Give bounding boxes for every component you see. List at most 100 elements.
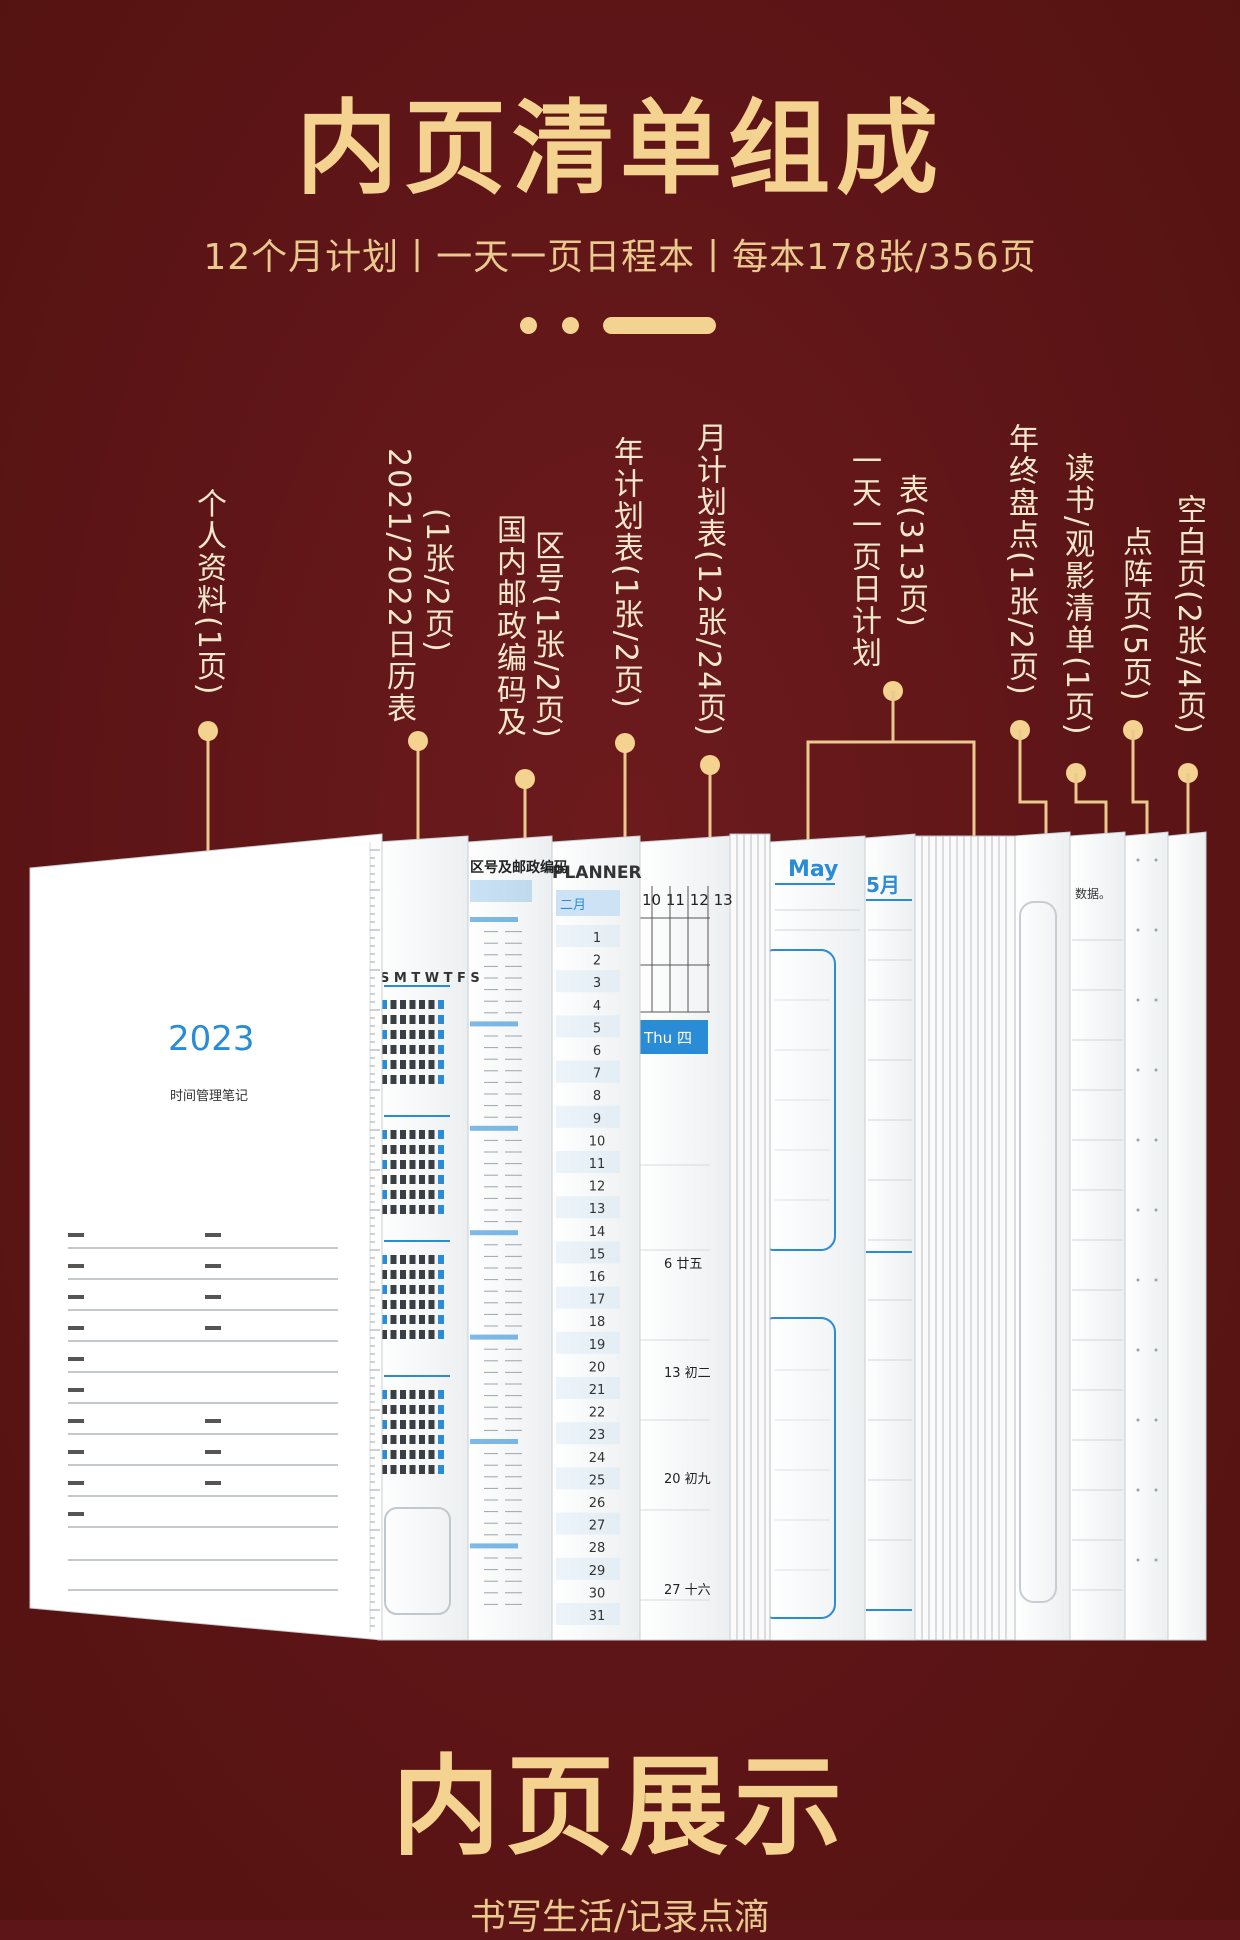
cal-cell xyxy=(428,1030,435,1039)
cal-cell xyxy=(438,1075,444,1084)
cal-cell xyxy=(428,1160,435,1169)
info-label xyxy=(205,1295,221,1299)
day-number: 7 xyxy=(593,1067,601,1082)
day6: 6 廿五 xyxy=(664,1257,702,1272)
cal-cell xyxy=(409,1160,416,1169)
cal-cell xyxy=(381,1300,387,1309)
row-shade xyxy=(556,925,620,947)
cal-cell xyxy=(438,1205,444,1214)
row-shade xyxy=(556,1331,620,1354)
cal-cell xyxy=(438,1015,444,1024)
cal-cell xyxy=(419,1255,425,1264)
cal-cell xyxy=(400,1285,406,1294)
label-dot-grid: 点阵页(5页) xyxy=(1117,526,1152,703)
cal-cell xyxy=(419,1000,425,1009)
cal-cell xyxy=(438,1045,444,1054)
month-plan-page: 10 11 12 13 Thu 四 6 廿五 13 初二 20 初九 27 十六 xyxy=(639,835,733,1641)
day-number: 27 xyxy=(589,1519,606,1534)
cal-cell xyxy=(419,1315,425,1324)
day-number: 30 xyxy=(589,1586,606,1601)
cal-cell xyxy=(419,1390,425,1399)
row-shade xyxy=(556,1151,620,1173)
label-personal: 个人资料(1页) xyxy=(191,488,226,697)
cal-cell xyxy=(381,1270,387,1279)
info-label xyxy=(205,1450,221,1454)
page-title: 内页清单组成 xyxy=(296,90,944,209)
may-cn-label: 5月 xyxy=(866,873,900,897)
cal-cell xyxy=(438,1285,444,1294)
month-head: 10 11 12 13 xyxy=(642,891,733,909)
cal-cell xyxy=(400,1255,406,1264)
cal-cell xyxy=(419,1405,425,1414)
cal-cell xyxy=(409,1270,416,1279)
planner-label: PLANNER xyxy=(552,863,642,883)
section-subtitle: 书写生活/记录点滴 xyxy=(469,1897,771,1938)
cal-cell xyxy=(409,1045,416,1054)
cal-cell xyxy=(381,1190,387,1199)
personal-info-page: 2023 时间管理笔记 xyxy=(29,833,383,1641)
row-shade xyxy=(556,1512,620,1535)
label-postal-a: 国内邮政编码及 xyxy=(491,514,526,738)
cal-cell xyxy=(390,1130,397,1139)
info-label xyxy=(68,1388,84,1392)
cal-cell xyxy=(438,1255,444,1264)
province-header xyxy=(470,1439,518,1444)
day-number: 15 xyxy=(589,1247,606,1262)
daily-page-may-cn: 5月 xyxy=(864,833,916,1641)
cal-cell xyxy=(419,1060,425,1069)
cal-cell xyxy=(419,1330,425,1339)
info-label xyxy=(68,1512,84,1516)
cal-cell xyxy=(390,1160,397,1169)
cal-cell xyxy=(428,1130,435,1139)
cal-cell xyxy=(438,1420,444,1429)
cal-cell xyxy=(400,1450,406,1459)
day-number: 26 xyxy=(589,1496,606,1511)
year-end-page xyxy=(1014,831,1071,1641)
info-label xyxy=(68,1264,84,1268)
cal-cell xyxy=(438,1330,444,1339)
cal-cell xyxy=(390,1420,397,1429)
cal-cell xyxy=(400,1405,406,1414)
cal-cell xyxy=(400,1030,406,1039)
cal-cell xyxy=(438,1130,444,1139)
cal-header: S M T W T F S xyxy=(380,971,480,986)
cal-cell xyxy=(428,1315,435,1324)
cal-cell xyxy=(400,1130,406,1139)
cal-cell xyxy=(381,1450,387,1459)
province-header xyxy=(470,1543,518,1549)
cal-cell xyxy=(390,1190,397,1199)
cal-cell xyxy=(390,1330,397,1339)
row-shade xyxy=(556,1196,620,1219)
cal-cell xyxy=(419,1160,425,1169)
cal-cell xyxy=(390,1060,397,1069)
motto-label: 时间管理笔记 xyxy=(170,1088,248,1104)
day-number: 1 xyxy=(593,931,601,946)
cal-cell xyxy=(400,1190,406,1199)
row-shade xyxy=(556,1241,620,1264)
day-number: 22 xyxy=(589,1406,606,1421)
postal-title: 区号及邮政编码 xyxy=(470,859,568,876)
cal-cell xyxy=(419,1300,425,1309)
cal-cell xyxy=(419,1420,425,1429)
connector-lines xyxy=(198,681,1198,862)
cal-cell xyxy=(381,1465,387,1474)
cal-cell xyxy=(419,1190,425,1199)
cal-cell xyxy=(409,1030,416,1039)
day-number: 19 xyxy=(589,1338,606,1353)
cal-cell xyxy=(381,1130,387,1139)
cal-cell xyxy=(428,1205,435,1214)
cal-cell xyxy=(381,1330,387,1339)
cal-cell xyxy=(390,1270,397,1279)
cal-cell xyxy=(409,1060,416,1069)
cal-cell xyxy=(381,1390,387,1399)
cal-cell xyxy=(428,1285,435,1294)
cal-cell xyxy=(438,1190,444,1199)
cal-cell xyxy=(419,1015,425,1024)
label-daily-b: 表(313页) xyxy=(893,474,928,629)
cal-cell xyxy=(409,1330,416,1339)
cal-cell xyxy=(428,1450,435,1459)
cal-cell xyxy=(381,1175,387,1184)
day-number: 18 xyxy=(589,1315,606,1330)
row-shade xyxy=(556,1060,620,1083)
cal-cell xyxy=(400,1315,406,1324)
